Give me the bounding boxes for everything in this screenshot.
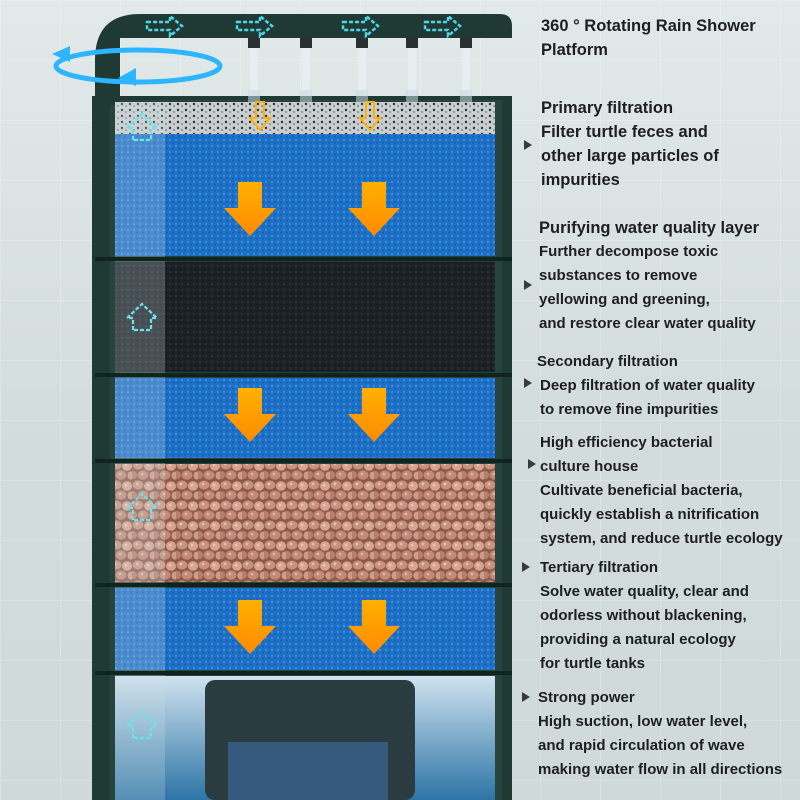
section-desc: Deep filtration of water quality	[540, 377, 756, 394]
section-title: 360 ° Rotating Rain Shower	[541, 17, 756, 35]
section-desc: Solve water quality, clear and	[540, 583, 749, 600]
section-title: culture house	[540, 458, 639, 475]
pointer-triangle-icon	[524, 280, 532, 290]
section-desc: making water flow in all directions	[538, 761, 783, 778]
spout-arm	[95, 14, 512, 105]
label-primary: Primary filtration Filter turtle feces a…	[541, 96, 719, 192]
section-title: Filter turtle feces and	[541, 123, 708, 141]
section-desc: substances to remove	[539, 267, 698, 284]
ceramic-layer	[115, 464, 495, 582]
section-title: High efficiency bacterial	[540, 434, 713, 451]
section-desc: providing a natural ecology	[540, 631, 736, 648]
blue-sponge-1	[115, 134, 495, 256]
section-title: Platform	[541, 41, 608, 59]
label-bacterial: High efficiency bacterial culture house …	[540, 431, 783, 551]
section-title: other large particles of	[541, 147, 719, 165]
section-title: Primary filtration	[541, 99, 674, 117]
section-desc: Further decompose toxic	[539, 243, 719, 260]
blue-sponge-2	[115, 378, 495, 458]
section-title: Purifying water quality layer	[539, 219, 760, 237]
section-desc: High suction, low water level,	[538, 713, 748, 730]
blue-sponge-3	[115, 588, 495, 670]
section-desc: odorless without blackening,	[540, 607, 747, 624]
down-arrow-icon	[247, 101, 383, 132]
section-desc: and rapid circulation of wave	[538, 737, 745, 754]
rotate-arrows-icon	[52, 46, 223, 86]
label-tertiary: Tertiary filtration Solve water quality,…	[540, 556, 749, 676]
pointer-triangle-icon	[524, 140, 532, 150]
flow-arrow-icon	[124, 112, 160, 740]
label-rain-shower: 360 ° Rotating Rain Shower Platform	[541, 14, 756, 62]
section-desc: to remove fine impurities	[540, 401, 719, 418]
down-arrow-icon	[224, 182, 400, 654]
pointer-triangle-icon	[528, 459, 536, 469]
label-power: Strong power High suction, low water lev…	[538, 686, 782, 782]
gravel-layer	[115, 102, 495, 134]
section-desc: system, and reduce turtle ecology	[540, 530, 783, 547]
pointer-triangle-icon	[522, 692, 530, 702]
label-secondary: Secondary filtration Deep filtration of …	[537, 350, 755, 422]
section-desc: and restore clear water quality	[539, 315, 756, 332]
section-desc: yellowing and greening,	[539, 291, 710, 308]
section-desc: for turtle tanks	[540, 655, 646, 672]
label-purifying: Purifying water quality layer Further de…	[539, 216, 759, 336]
pointer-triangle-icon	[522, 562, 530, 572]
section-title: Tertiary filtration	[540, 559, 659, 576]
carbon-layer	[115, 262, 495, 372]
uplift-pipe	[115, 102, 165, 800]
pointer-triangle-icon	[524, 378, 532, 388]
section-title: Strong power	[538, 689, 635, 706]
section-desc: quickly establish a nitrification	[540, 506, 760, 523]
section-title: impurities	[541, 171, 620, 189]
section-desc: Cultivate beneficial bacteria,	[540, 482, 743, 499]
section-title: Secondary filtration	[537, 353, 678, 370]
flow-arrow-icon	[145, 13, 462, 39]
